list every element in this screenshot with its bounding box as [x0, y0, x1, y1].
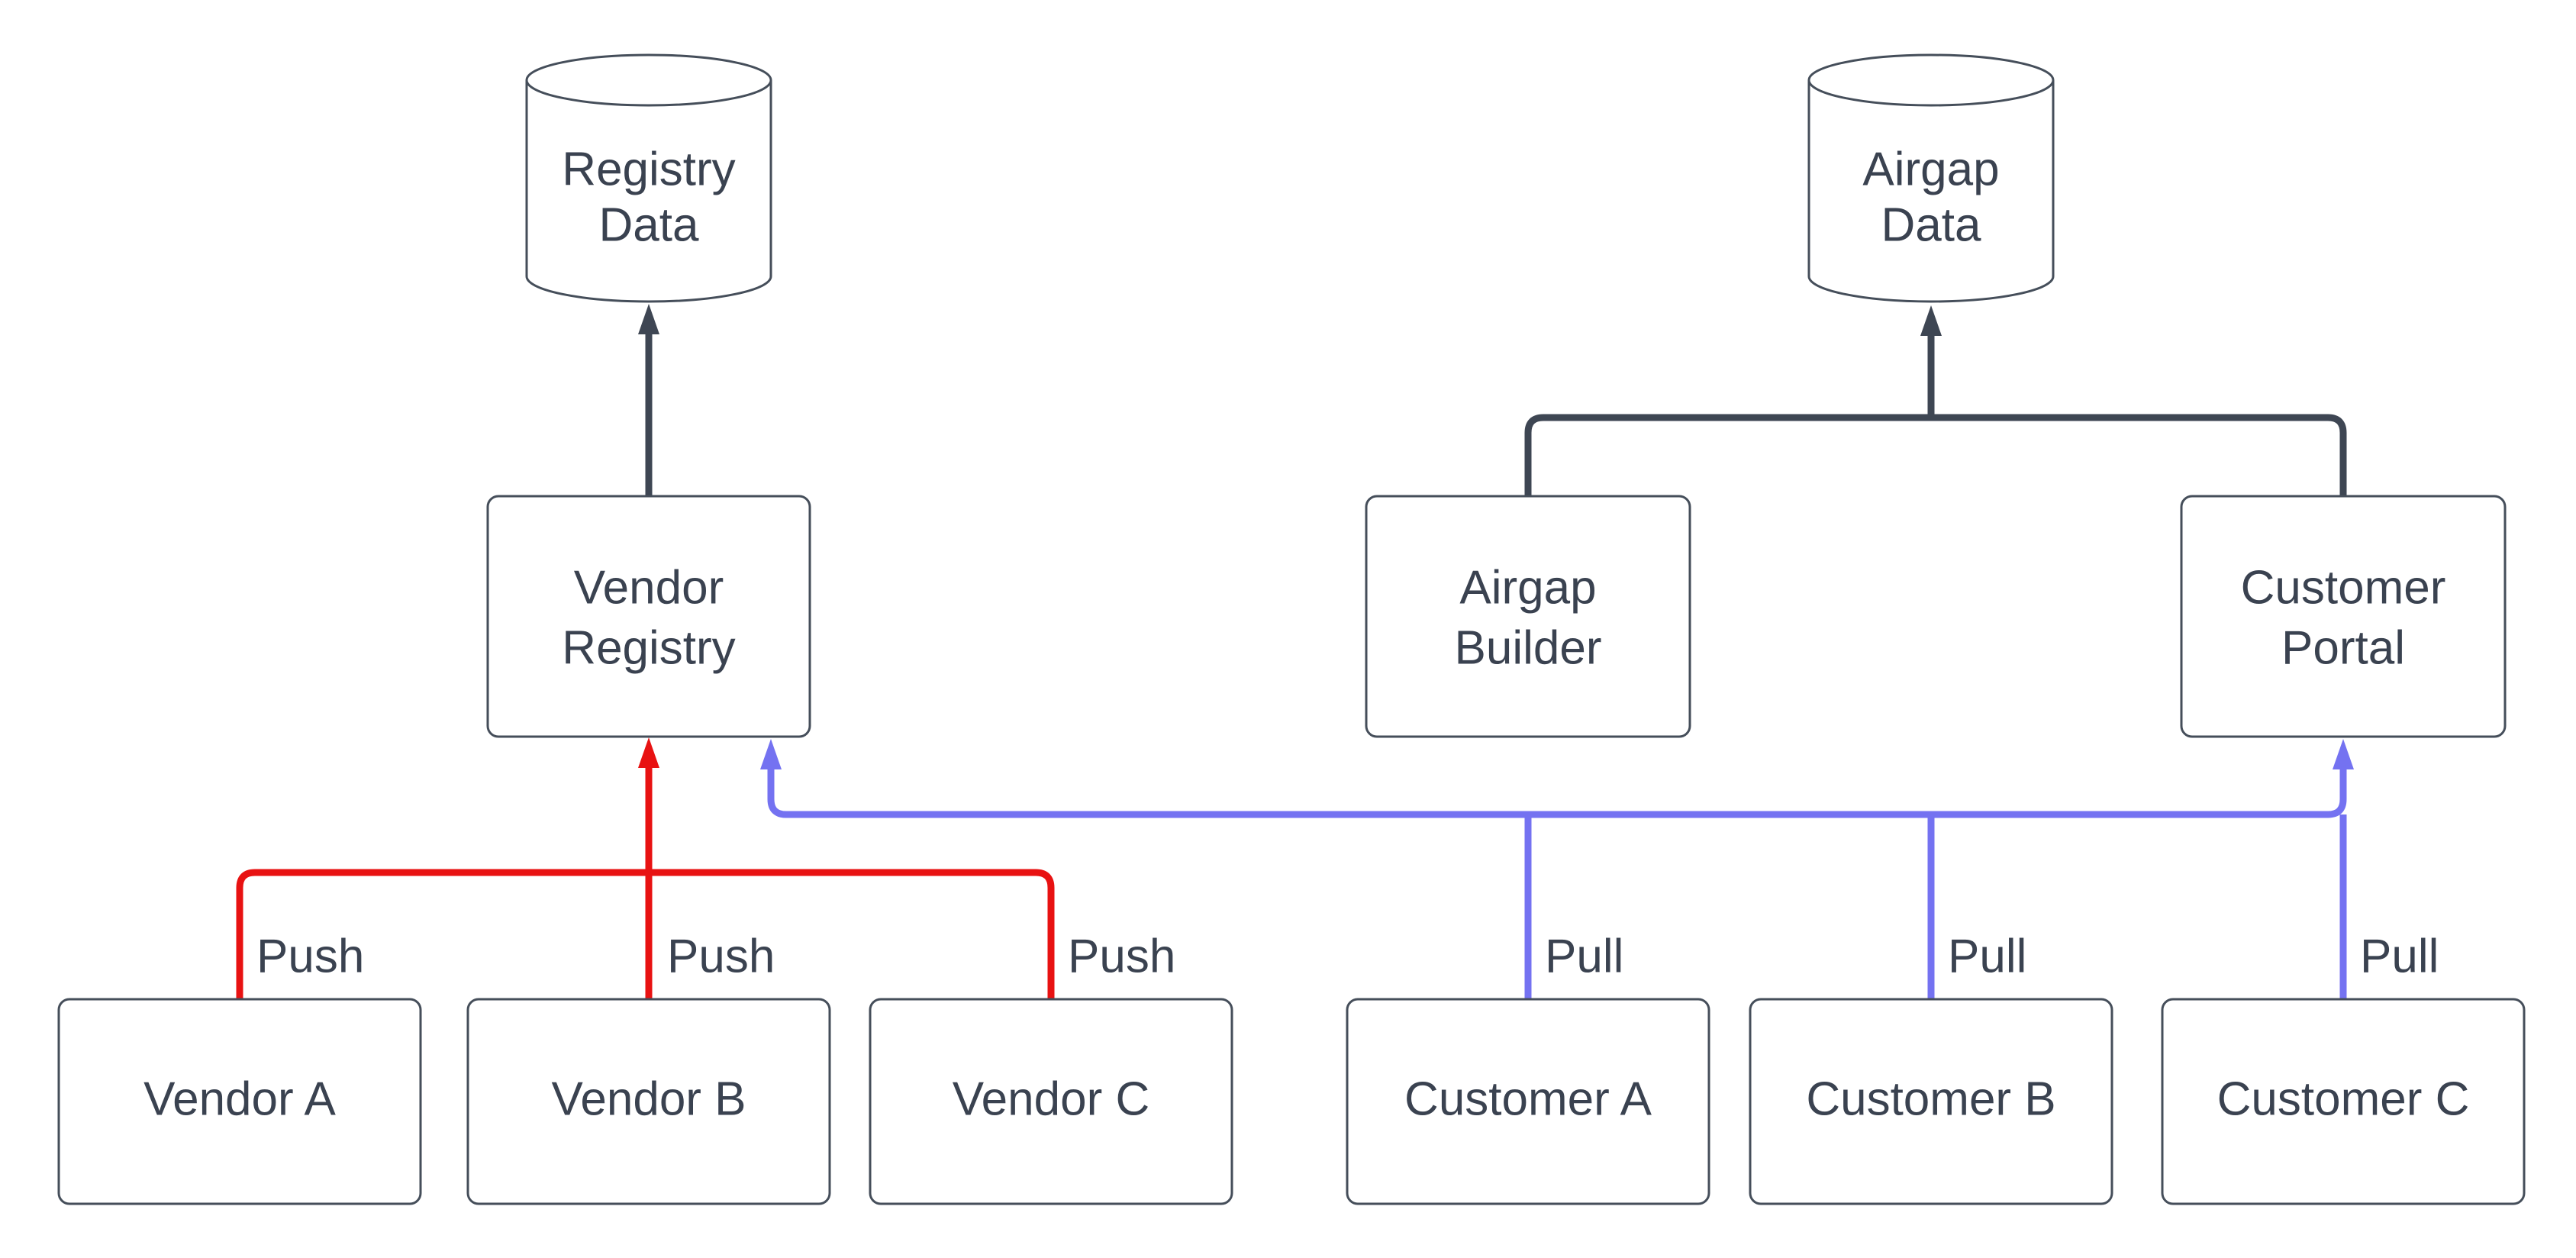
- registry-data-label-line1: Registry: [562, 144, 735, 196]
- arrowhead-up-icon: [638, 737, 659, 768]
- arrowhead-up-icon: [1920, 305, 1942, 336]
- customer-portal-box: [2180, 495, 2507, 738]
- customer-portal-label-line2: Portal: [2281, 622, 2405, 675]
- airgap-builder-box: [1365, 495, 1691, 738]
- vendor-a-node: Vendor A: [57, 998, 422, 1205]
- vendor-a-label: Vendor A: [143, 1073, 336, 1126]
- customer-b-node: Customer B: [1749, 998, 2113, 1205]
- edge-push-bus: [236, 737, 1055, 999]
- vendor-b-box: [466, 998, 831, 1205]
- edge-pull-bus: [760, 739, 2354, 999]
- airgap-data-label-line2: Data: [1881, 199, 1981, 252]
- edge-line: [767, 766, 2347, 818]
- vendor-registry-label-line2: Registry: [562, 622, 735, 675]
- pull-label-customer-b: Pull: [1948, 931, 2026, 983]
- pull-label-customer-a: Pull: [1545, 931, 1623, 983]
- registry-data-label-line2: Data: [599, 199, 699, 252]
- vendor-registry-label-line1: Vendor: [574, 562, 724, 614]
- airgap-builder-label-line1: Airgap: [1459, 562, 1596, 614]
- airgap-data-node: Airgap Data: [1807, 53, 2055, 303]
- registry-data-node: Registry Data: [525, 53, 772, 303]
- vendor-c-node: Vendor C: [869, 998, 1233, 1205]
- cylinder-top: [1807, 53, 2055, 107]
- edge-line: [1524, 414, 1931, 496]
- customer-a-box: [1346, 998, 1710, 1205]
- airgap-builder-label-line2: Builder: [1455, 622, 1602, 675]
- cylinder-body: [525, 79, 772, 276]
- edge-vendor-registry-to-registry-data: [638, 304, 659, 496]
- cylinder-top: [525, 53, 772, 107]
- vendor-a-box: [57, 998, 422, 1205]
- customer-c-node: Customer C: [2161, 998, 2526, 1205]
- edge-airgap-data-shared-trunk: [1920, 305, 1942, 421]
- arrowhead-up-icon: [2333, 739, 2354, 769]
- vendor-b-label: Vendor B: [551, 1073, 746, 1126]
- arrowhead-up-icon: [638, 304, 659, 334]
- customer-c-box: [2161, 998, 2526, 1205]
- vendor-c-box: [869, 998, 1233, 1205]
- edge-airgap-builder-to-airgap-data: [1524, 414, 1931, 496]
- push-label-vendor-c: Push: [1068, 931, 1175, 983]
- cylinder-body: [1807, 79, 2055, 276]
- customer-c-label: Customer C: [2217, 1073, 2470, 1126]
- airgap-data-label-line1: Airgap: [1862, 144, 1999, 196]
- vendor-c-label: Vendor C: [953, 1073, 1150, 1126]
- pull-label-customer-c: Pull: [2360, 931, 2439, 983]
- edge-line: [1931, 414, 2347, 496]
- vendor-registry-box: [486, 495, 811, 738]
- customer-b-box: [1749, 998, 2113, 1205]
- push-label-vendor-b: Push: [667, 931, 775, 983]
- customer-b-label: Customer B: [1806, 1073, 2055, 1126]
- edge-customer-portal-to-airgap-data: [1931, 414, 2347, 496]
- push-label-vendor-a: Push: [256, 931, 364, 983]
- customer-portal-label-line1: Customer: [2241, 562, 2446, 614]
- airgap-builder-node: Airgap Builder: [1365, 495, 1691, 738]
- customer-a-node: Customer A: [1346, 998, 1710, 1205]
- vendor-b-node: Vendor B: [466, 998, 831, 1205]
- customer-a-label: Customer A: [1404, 1073, 1652, 1126]
- pull-labels: Pull Pull Pull: [1545, 931, 2439, 983]
- push-labels: Push Push Push: [256, 931, 1175, 983]
- vendor-registry-node: Vendor Registry: [486, 495, 811, 738]
- arrowhead-up-icon: [760, 739, 782, 769]
- customer-portal-node: Customer Portal: [2180, 495, 2507, 738]
